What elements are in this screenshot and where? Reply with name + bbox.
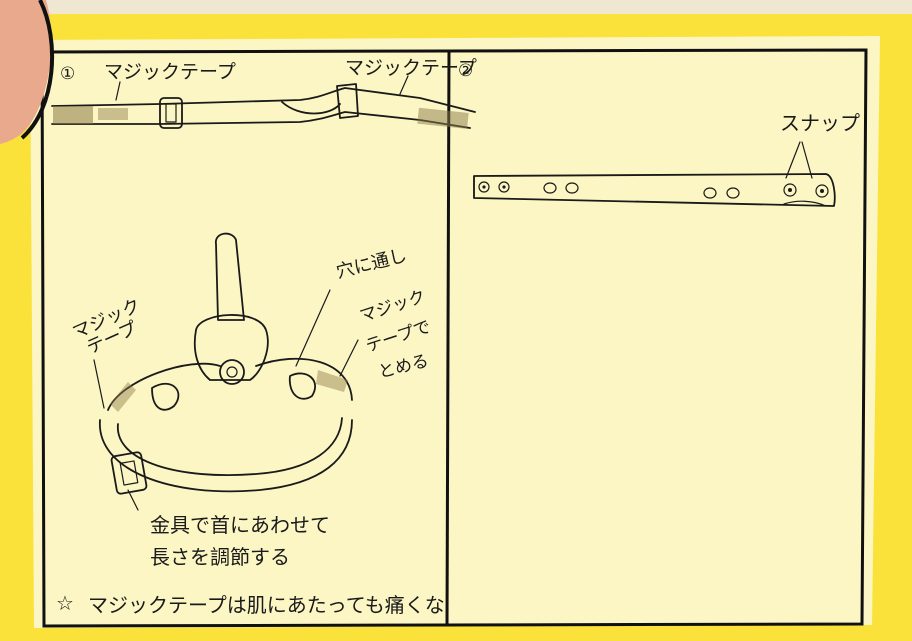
panel1-top-label-right: マジックテープ xyxy=(345,57,477,79)
panel1-number: ① xyxy=(60,64,75,84)
paper-sheet xyxy=(30,36,880,628)
finger-outline xyxy=(20,0,55,140)
wall-strip xyxy=(0,0,912,14)
panel1-top-label-left: マジックテープ xyxy=(104,61,236,83)
panel2-number: ② xyxy=(458,61,473,81)
outer-frame xyxy=(40,48,868,628)
strap-drawing-top xyxy=(51,75,476,129)
collar-drawing xyxy=(93,232,359,511)
snap-label: スナップ xyxy=(780,111,860,135)
strap-drawing-flat xyxy=(473,141,836,207)
footer-star-icon: ☆ xyxy=(56,591,74,615)
footer-note: マジックテープは肌にあたっても痛くな xyxy=(88,593,445,617)
buckle-note-line1: 金具で首にあわせて xyxy=(150,513,330,537)
finger-shape xyxy=(0,0,52,144)
panel-divider xyxy=(445,50,451,626)
buckle-note-line2: 長さを調節する xyxy=(150,545,290,569)
